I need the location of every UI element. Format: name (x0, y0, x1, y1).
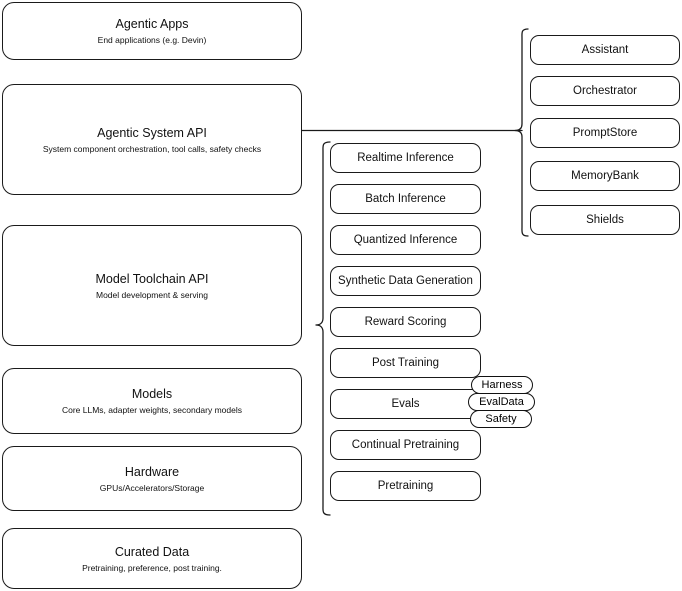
capability-label: Post Training (371, 357, 440, 369)
stack-layer-agentic-apps[interactable]: Agentic Apps End applications (e.g. Devi… (2, 2, 302, 60)
stack-layer-subtitle: End applications (e.g. Devin) (97, 35, 207, 45)
stack-layer-subtitle: GPUs/Accelerators/Storage (99, 482, 205, 493)
capability-batch-inference[interactable]: Batch Inference (330, 184, 481, 214)
capability-reward-scoring[interactable]: Reward Scoring (330, 307, 481, 337)
stack-layer-title: Curated Data (114, 544, 190, 559)
stack-layer-title: Hardware (124, 464, 180, 479)
capability-label: Evals (391, 398, 420, 410)
system-component-label: Shields (586, 214, 624, 226)
system-component-assistant[interactable]: Assistant (530, 35, 680, 65)
stack-layer-title: Agentic Apps (115, 17, 189, 31)
evals-subcomponent-evaldata[interactable]: EvalData (468, 393, 535, 411)
capability-label: Pretraining (377, 480, 434, 492)
system-component-label: MemoryBank (571, 170, 639, 182)
stack-layer-subtitle: System component orchestration, tool cal… (42, 143, 262, 154)
stack-layer-hardware[interactable]: Hardware GPUs/Accelerators/Storage (2, 446, 302, 511)
system-component-promptstore[interactable]: PromptStore (530, 118, 680, 148)
system-component-orchestrator[interactable]: Orchestrator (530, 76, 680, 106)
stack-layer-curated-data[interactable]: Curated Data Pretraining, preference, po… (2, 528, 302, 589)
stack-layer-subtitle: Core LLMs, adapter weights, secondary mo… (61, 405, 242, 415)
capability-evals[interactable]: Evals (330, 389, 481, 419)
capability-continual-pretraining[interactable]: Continual Pretraining (330, 430, 481, 460)
stack-layer-title: Models (131, 387, 173, 401)
system-component-label: Assistant (581, 44, 629, 56)
stack-layer-model-toolchain-api[interactable]: Model Toolchain API Model development & … (2, 225, 302, 346)
capability-post-training[interactable]: Post Training (330, 348, 481, 378)
capability-label: Batch Inference (365, 193, 446, 205)
evals-subcomponent-safety[interactable]: Safety (470, 410, 532, 428)
capability-label: Realtime Inference (357, 152, 454, 164)
system-component-label: Orchestrator (573, 85, 637, 97)
stack-layer-title: Agentic System API (97, 125, 207, 140)
stack-layer-subtitle: Model development & serving (96, 289, 208, 300)
system-component-shields[interactable]: Shields (530, 205, 680, 235)
stack-layer-title: Model Toolchain API (95, 271, 209, 286)
capability-label: Reward Scoring (364, 316, 447, 328)
capability-pretraining[interactable]: Pretraining (330, 471, 481, 501)
system-component-memorybank[interactable]: MemoryBank (530, 161, 680, 191)
capability-label: Continual Pretraining (351, 439, 460, 451)
capability-synthetic-data-generation[interactable]: Synthetic Data Generation (330, 266, 481, 296)
evals-subcomponent-label: Safety (485, 413, 517, 425)
stack-layer-agentic-system-api[interactable]: Agentic System API System component orch… (2, 84, 302, 195)
stack-layer-subtitle: Pretraining, preference, post training. (82, 562, 222, 573)
stack-layer-models[interactable]: Models Core LLMs, adapter weights, secon… (2, 368, 302, 434)
evals-subcomponent-label: Harness (481, 379, 523, 391)
brace-model-toolchain-capabilities (315, 141, 331, 516)
evals-subcomponent-label: EvalData (479, 396, 524, 408)
capability-label: Synthetic Data Generation (338, 275, 473, 287)
capability-realtime-inference[interactable]: Realtime Inference (330, 143, 481, 173)
capability-label: Quantized Inference (353, 234, 458, 246)
capability-quantized-inference[interactable]: Quantized Inference (330, 225, 481, 255)
brace-agentic-system-components (514, 28, 529, 237)
system-component-label: PromptStore (572, 127, 638, 139)
evals-subcomponent-harness[interactable]: Harness (471, 376, 533, 394)
